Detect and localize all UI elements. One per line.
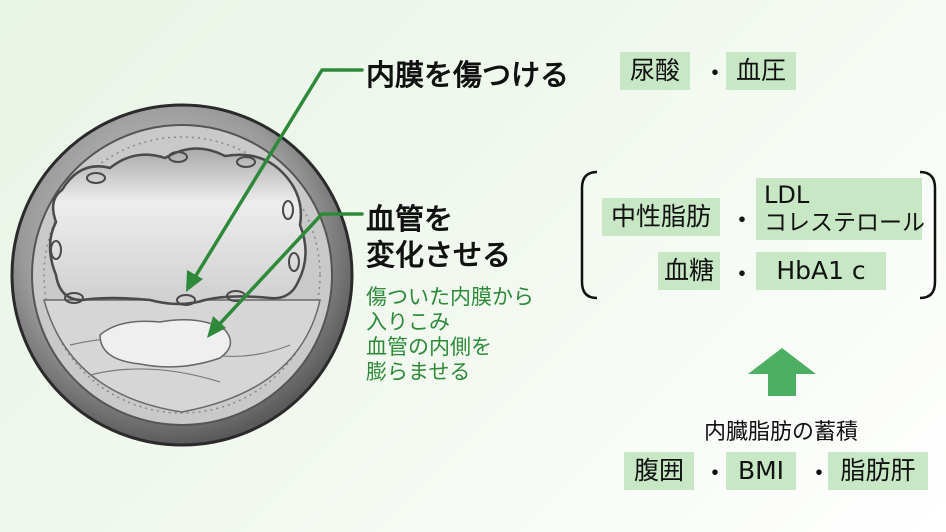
separator-dot: ・ — [806, 459, 833, 489]
separator-dot: ・ — [729, 206, 756, 236]
factor-bmi: BMI — [726, 452, 796, 490]
factor-ldl-box: LDL コレステロール — [756, 178, 925, 240]
arrow-damage-intima-head — [186, 270, 203, 292]
separator-dot: ・ — [702, 459, 729, 489]
up-arrow — [748, 348, 816, 396]
arrow-vessel-change-head — [207, 316, 226, 338]
arrow-damage-intima — [190, 68, 364, 284]
plaque-core — [99, 319, 232, 368]
factor-blood-pressure: 血圧 — [726, 52, 796, 90]
factor-waist: 腹囲 — [624, 452, 694, 490]
description-line4: 膨らませる — [366, 360, 471, 384]
description-line3: 血管の内側を — [366, 335, 492, 359]
damage-intima-label: 内膜を傷つける — [366, 58, 570, 92]
separator-dot: ・ — [702, 59, 729, 89]
vessel-change-label-line1: 血管を — [366, 202, 454, 236]
separator-dot: ・ — [729, 260, 756, 290]
factor-triglycerides: 中性脂肪 — [602, 198, 720, 236]
description-line2: 入りこみ — [366, 310, 450, 334]
factor-ldl-line1: LDL — [764, 181, 810, 209]
description-line1: 傷ついた内膜から — [366, 285, 534, 309]
vessel-change-label-line2: 変化させる — [366, 238, 512, 272]
factor-uric-acid: 尿酸 — [620, 52, 690, 90]
factor-hba1c: HbA1 c — [756, 252, 886, 290]
factor-fatty-liver: 脂肪肝 — [828, 452, 928, 490]
factor-bracket-left — [580, 170, 598, 300]
arrow-vessel-change — [212, 212, 364, 332]
factor-blood-sugar: 血糖 — [658, 252, 720, 290]
vessel-lumen — [48, 147, 307, 306]
factor-ldl-line2: コレステロール — [764, 210, 925, 236]
factor-bracket-right — [919, 170, 937, 300]
visceral-fat-label: 内臓脂肪の蓄積 — [704, 420, 859, 445]
